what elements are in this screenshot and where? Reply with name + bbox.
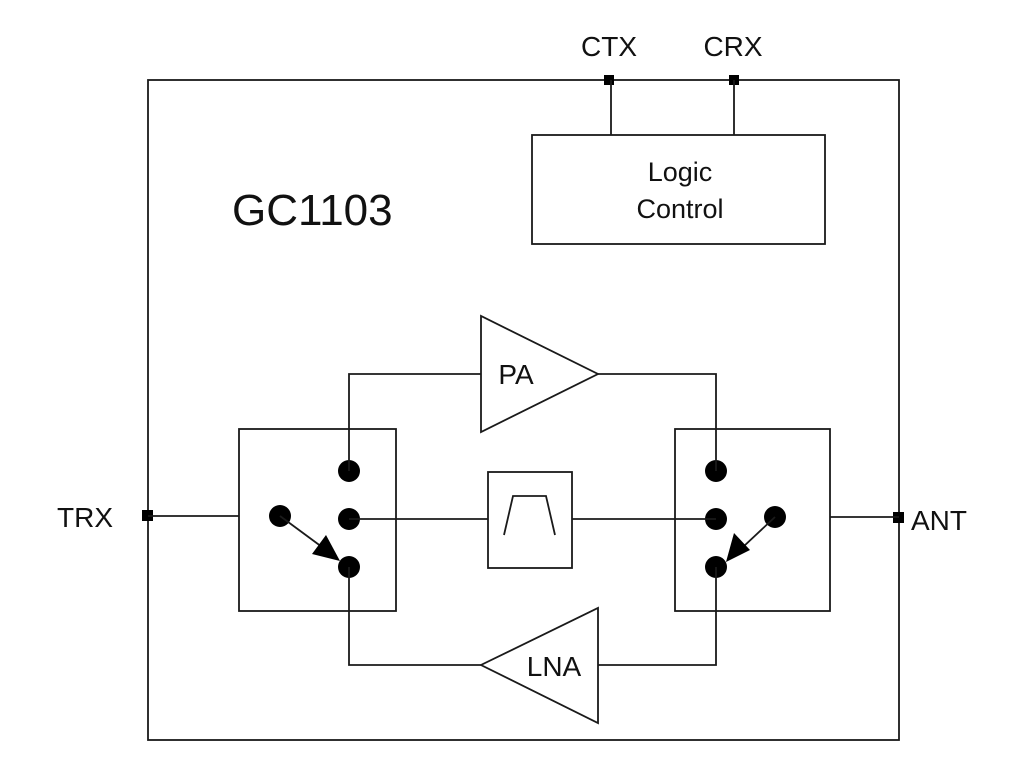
pin-label-ant: ANT [911, 505, 967, 536]
wire-pa-out [598, 373, 717, 471]
right-switch-arrowhead [726, 533, 750, 562]
chip-outline [147, 79, 900, 741]
right-rf-switch [674, 428, 831, 612]
lna-label: LNA [527, 651, 582, 682]
wire-pa-in [348, 373, 481, 471]
pin-label-trx: TRX [57, 502, 113, 533]
lna-amplifier: LNA [478, 606, 599, 725]
wire-lna-out [348, 567, 481, 666]
bandpass-filter [487, 471, 573, 569]
bandpass-filter-symbol [503, 495, 556, 536]
left-switch-arrowhead [312, 535, 340, 561]
logic-control-label-line2: Control [636, 194, 723, 224]
right-switch-arm [742, 516, 776, 548]
logic-control-label-line1: Logic [648, 157, 713, 187]
left-switch-arm [279, 515, 323, 548]
chip-title: GC1103 [232, 186, 393, 235]
pin-label-ctx: CTX [581, 31, 637, 62]
pa-label: PA [498, 359, 534, 390]
pin-trx [142, 510, 153, 521]
pin-label-crx: CRX [703, 31, 762, 62]
wire-lna-in [598, 567, 717, 666]
logic-control-block: Logic Control [531, 134, 826, 245]
left-rf-switch [238, 428, 397, 612]
pin-ctx [604, 75, 614, 85]
pa-amplifier: PA [480, 314, 601, 434]
